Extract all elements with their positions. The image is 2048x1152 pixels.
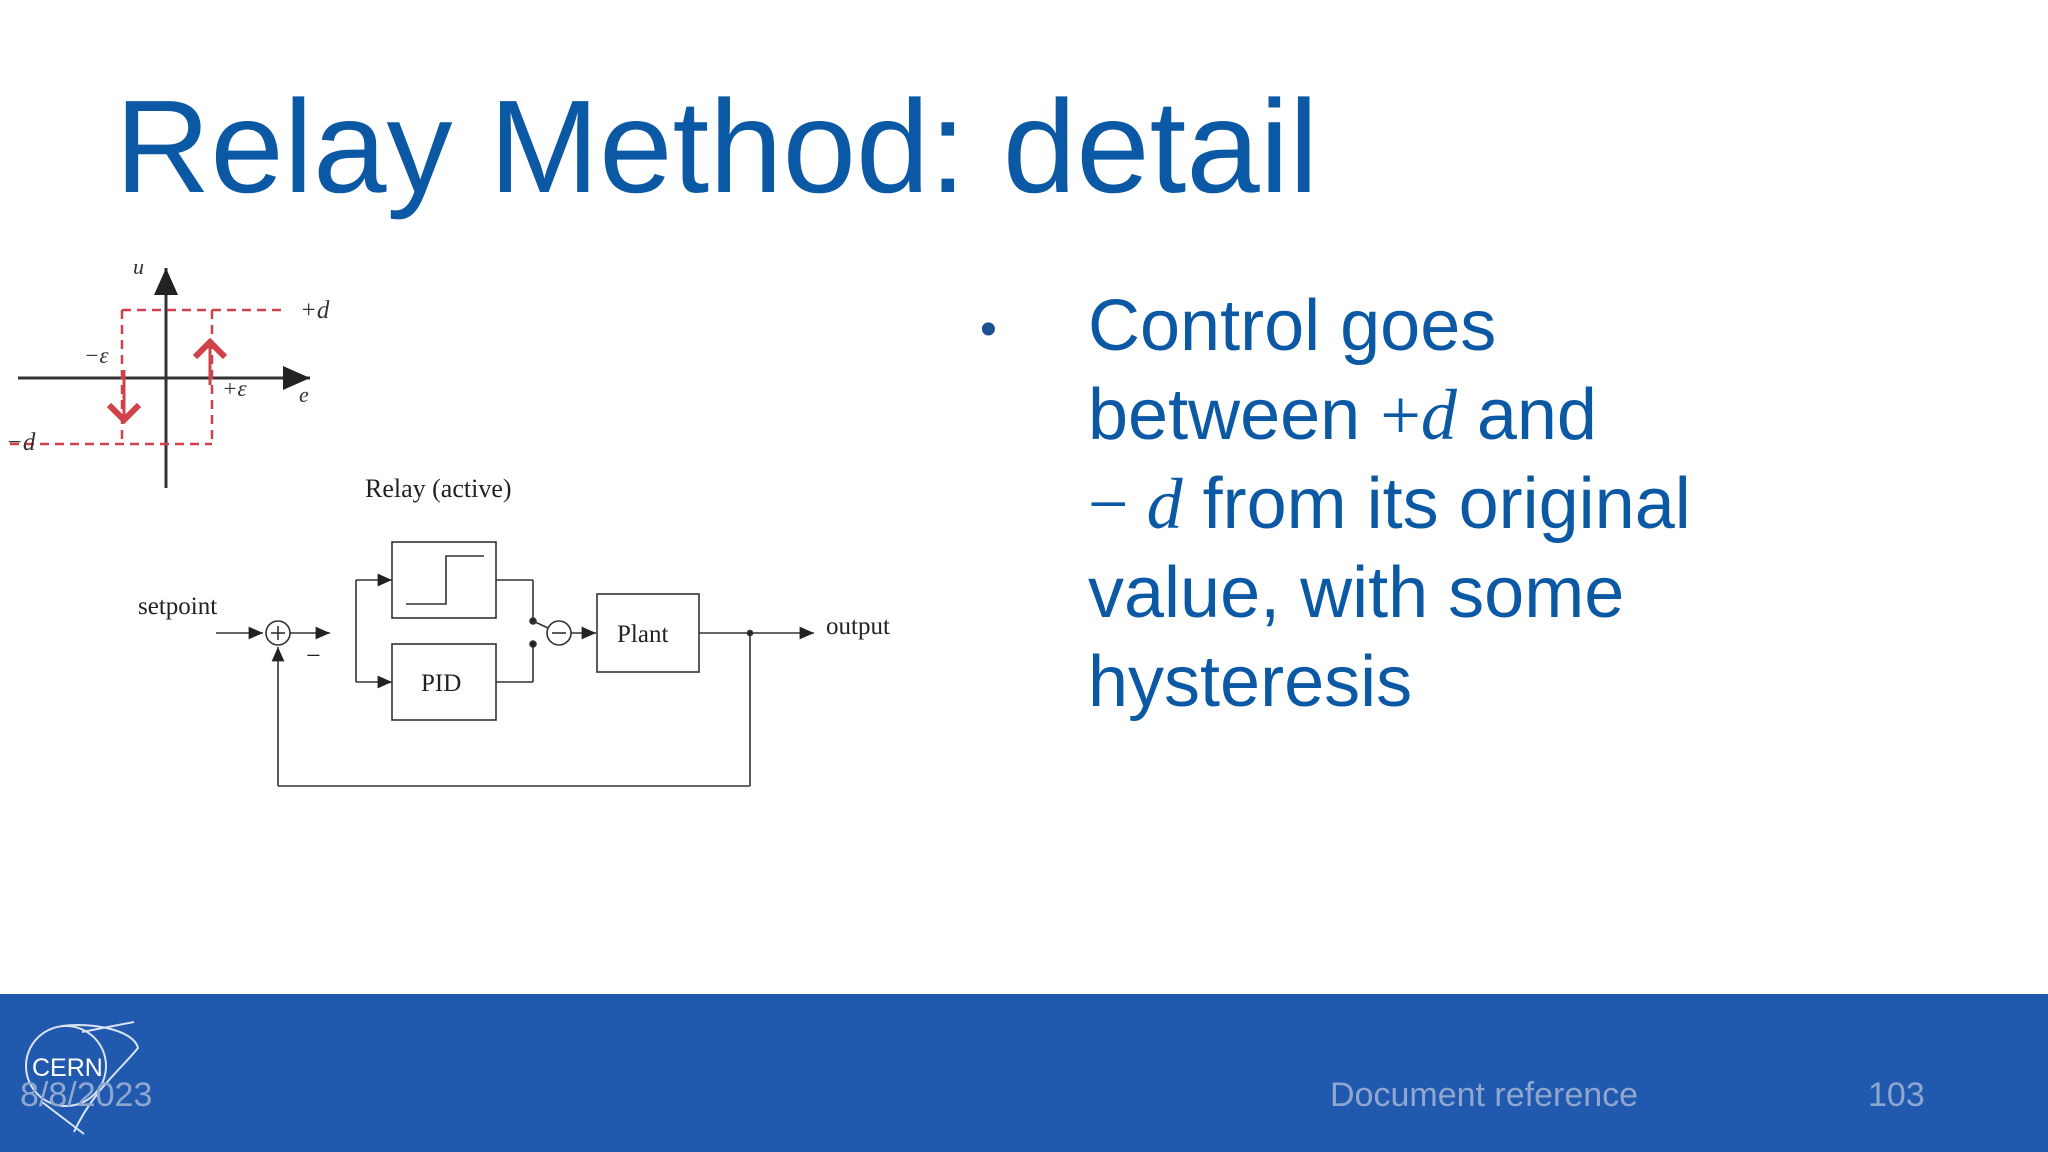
plant-label: Plant [617,621,668,648]
cern-logo-icon: CERN [25,1021,140,1135]
u-axis-label: u [133,254,144,279]
switch-arm [532,620,549,629]
bullet-line-1: Control goes [1088,286,1497,366]
bullet-line-2-post: and [1456,375,1597,455]
e-axis-label: e [299,382,309,407]
bullet-marker: • [980,303,997,356]
relay-diagram-figure: u e +d −d −ε +ε Relay (active) setpoint … [0,230,960,880]
math-minus-sign: − [1088,464,1147,544]
bullet-item: Control goes between +d and − d from its… [1088,282,1768,727]
relay-step-symbol [406,555,484,605]
footer-bar: CERN 8/8/2023 Document reference 103 [0,994,2048,1152]
minus-epsilon-label: −ε [84,343,110,368]
bullet-line-2: between +d and [1088,371,1768,460]
output-label: output [826,613,890,640]
relay-block [391,541,497,619]
block-diagram: Relay (active) setpoint output − [138,474,890,787]
bullet-line-3-post: from its original [1182,464,1691,544]
relay-label: Relay (active) [365,474,512,503]
bullet-line-3: − d from its original [1088,460,1768,549]
math-d-variable: d [1420,375,1457,455]
plus-d-label: +d [300,297,330,324]
slide-title: Relay Method: detail [115,73,1319,220]
pid-label: PID [421,670,461,697]
minus-sign: − [306,641,321,670]
bullet-line-2-pre: between [1088,375,1381,455]
setpoint-label: setpoint [138,593,217,620]
plus-epsilon-label: +ε [222,376,248,401]
minus-d-label: −d [6,429,36,456]
page-number: 103 [1868,1076,1925,1114]
cern-logo-text: CERN [32,1054,103,1082]
footer-date: 8/8/2023 [20,1076,153,1114]
switch-contact-bottom [529,640,537,648]
footer-reference: Document reference [1330,1076,1639,1114]
bullet-line-5: hysteresis [1088,642,1413,722]
diagram-svg: u e +d −d −ε +ε Relay (active) setpoint … [6,254,890,787]
hysteresis-plot: u e +d −d −ε +ε [6,254,330,488]
math-plus-sign: + [1380,375,1421,455]
bullet-line-4: value, with some [1088,553,1625,633]
math-d-variable-2: d [1146,464,1183,544]
